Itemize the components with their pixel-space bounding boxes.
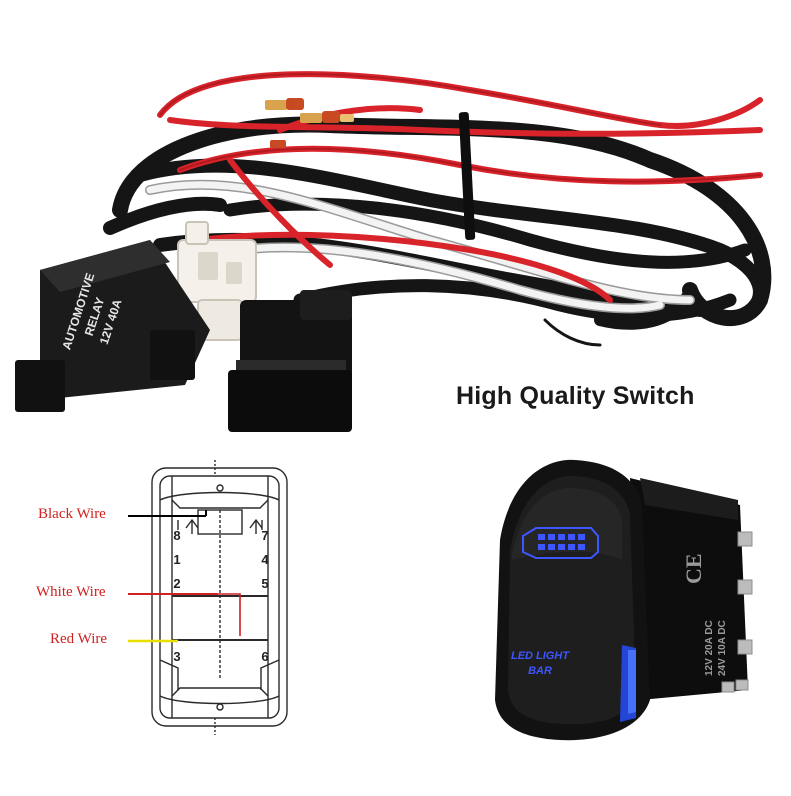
automotive-relay: AUTOMOTIVE RELAY 12V 40A (15, 240, 210, 412)
pin-6: 6 (261, 649, 268, 664)
label-black-wire: Black Wire (38, 506, 106, 522)
label-red-wire: Red Wire (50, 631, 108, 647)
switch-rating-line2: 24V 10A DC (717, 620, 728, 676)
pin-4: 4 (261, 552, 269, 567)
pin-5: 5 (261, 576, 268, 591)
fuse-holder (228, 290, 352, 432)
spade-terminals (265, 98, 354, 148)
switch-rating-line1: 12V 20A DC (704, 620, 715, 676)
pin-8: 8 (173, 528, 180, 543)
switch-legend-line2: BAR (528, 665, 552, 677)
pin-7: 7 (261, 528, 268, 543)
relay-socket-connector (177, 221, 257, 341)
light-bar-icon (522, 527, 599, 559)
ce-mark: CE (681, 553, 706, 584)
pin-2: 2 (173, 576, 180, 591)
switch-wiring-diagram: 8 7 1 4 2 5 3 6 (128, 460, 288, 735)
rocker-switch: 12V 20A DC 24V 10A DC CE (495, 459, 753, 741)
switch-legend-line1: LED LIGHT (511, 650, 570, 662)
headline: High Quality Switch (456, 382, 695, 410)
wiring-harness: AUTOMOTIVE RELAY 12V 40A (15, 71, 772, 432)
label-white-wire: White Wire (36, 584, 106, 600)
pin-1: 1 (173, 552, 180, 567)
pin-3: 3 (173, 649, 180, 664)
